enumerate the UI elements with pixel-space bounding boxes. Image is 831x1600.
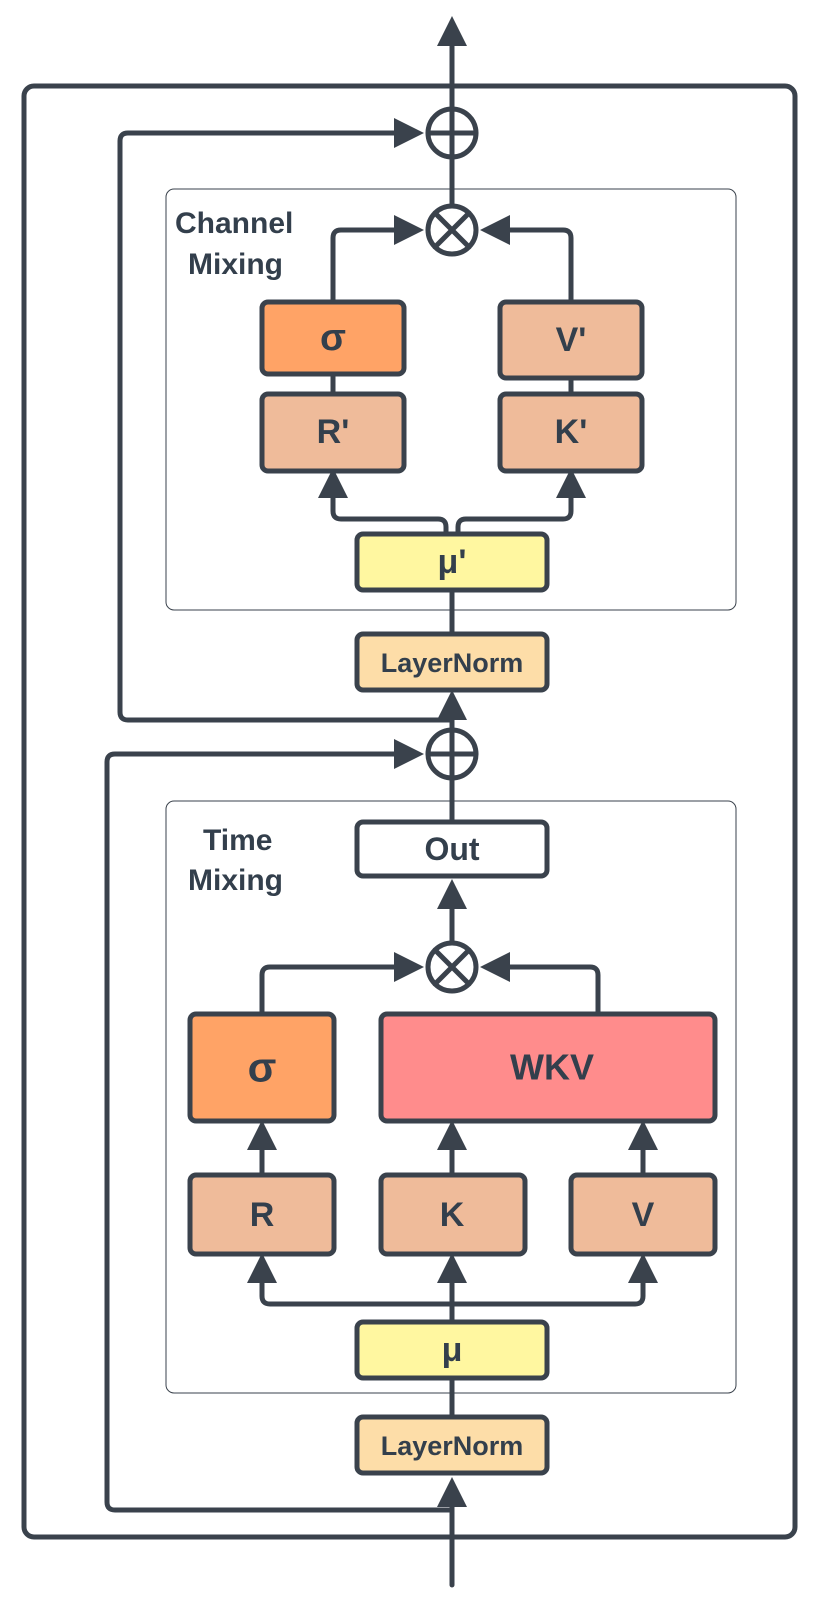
sigma-box-channel: σ xyxy=(259,299,407,377)
svg-text:LayerNorm: LayerNorm xyxy=(381,648,524,678)
mu-prime-box: μ' xyxy=(354,531,550,593)
channel-mixing-label: Channel xyxy=(175,207,293,240)
channel-mixing-label-line2: Mixing xyxy=(188,248,283,281)
svg-text:R': R' xyxy=(317,413,350,451)
svg-text:LayerNorm: LayerNorm xyxy=(381,1431,524,1461)
residual-skip-2 xyxy=(117,118,455,723)
svg-text:σ: σ xyxy=(320,317,346,359)
k-box: K xyxy=(378,1172,528,1257)
time-mixing-label: Time xyxy=(203,824,272,857)
mu-to-r-arrow xyxy=(247,1253,455,1307)
add-operator-bottom xyxy=(425,727,479,781)
k-prime-box: K' xyxy=(497,391,645,474)
svg-text:WKV: WKV xyxy=(510,1047,594,1088)
mu-prime-to-r-prime-arrow xyxy=(318,468,449,537)
v-prime-to-multiply-arrow xyxy=(480,215,574,305)
mu-to-v-arrow xyxy=(449,1253,658,1307)
svg-text:R: R xyxy=(250,1196,275,1234)
sigma-prime-to-multiply-arrow xyxy=(330,215,424,305)
svg-text:K: K xyxy=(440,1196,465,1234)
svg-text:V: V xyxy=(632,1196,655,1234)
mu-prime-to-k-prime-arrow xyxy=(455,468,586,537)
v-prime-box: V' xyxy=(497,299,645,381)
wkv-box: WKV xyxy=(378,1011,718,1124)
layernorm-box-top: LayerNorm xyxy=(354,631,550,693)
outer-block-frame xyxy=(21,83,798,1540)
sigma-to-multiply-arrow xyxy=(259,952,424,1017)
layernorm-box-bottom: LayerNorm xyxy=(354,1414,550,1476)
svg-text:Out: Out xyxy=(424,831,479,867)
svg-text:K': K' xyxy=(555,413,588,451)
mu-box: μ xyxy=(354,1319,550,1381)
sigma-box-time: σ xyxy=(187,1011,337,1124)
svg-text:μ: μ xyxy=(442,1331,463,1369)
out-box: Out xyxy=(354,819,550,879)
v-box: V xyxy=(568,1172,718,1257)
svg-text:μ': μ' xyxy=(438,543,467,581)
svg-text:V': V' xyxy=(556,321,587,359)
multiply-operator-top xyxy=(425,203,479,257)
multiply-operator-bottom xyxy=(425,940,479,994)
r-box: R xyxy=(187,1172,337,1257)
r-prime-box: R' xyxy=(259,391,407,474)
add-operator-top xyxy=(425,106,479,160)
svg-text:σ: σ xyxy=(248,1044,277,1091)
time-mixing-label-line2: Mixing xyxy=(188,864,283,897)
wkv-to-multiply-arrow xyxy=(480,952,601,1017)
residual-skip-1 xyxy=(104,739,455,1513)
